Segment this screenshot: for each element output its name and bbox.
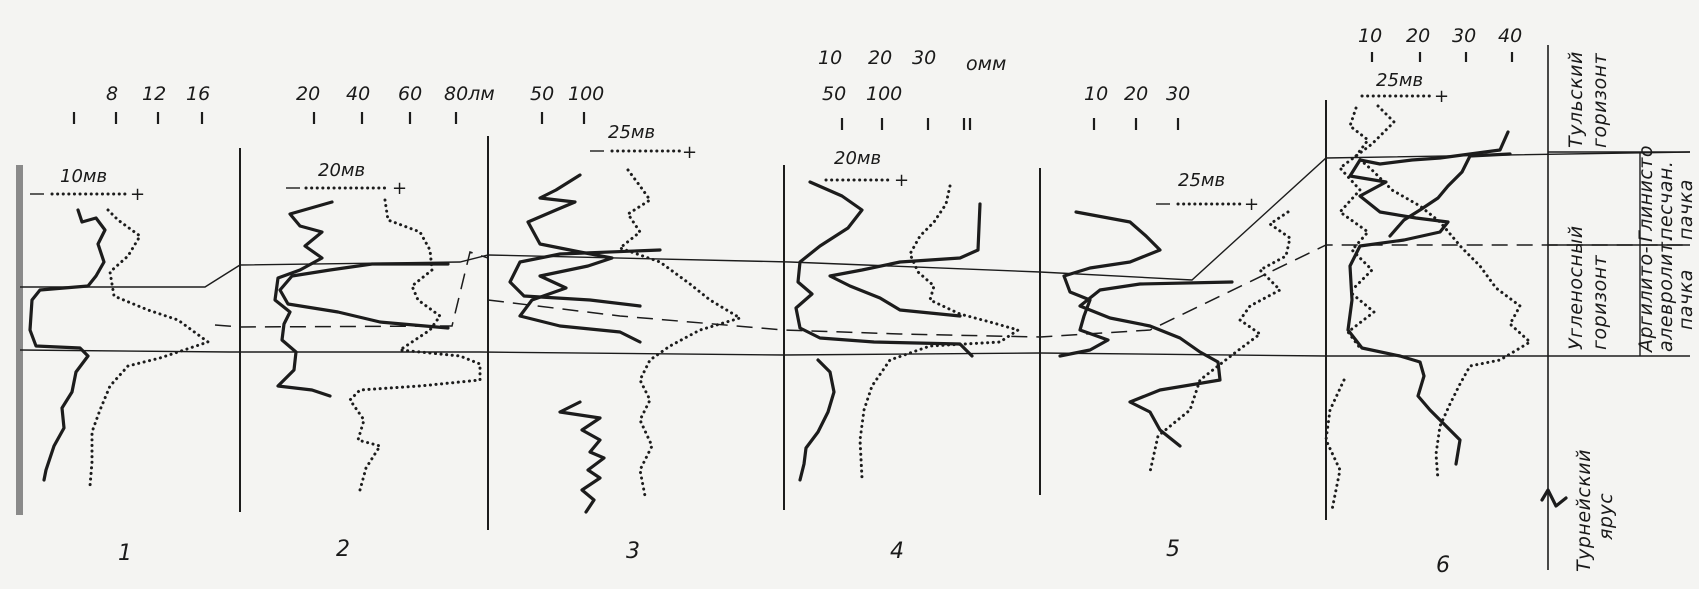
correlation-lines: [19, 151, 1691, 357]
well-2-sp-scale-label: 20мв: [318, 160, 365, 181]
well-3-curves: [508, 168, 744, 514]
well-number-1: 1: [118, 541, 132, 566]
well-1-scale-label: 12: [142, 83, 166, 105]
well-6-curves: [1324, 104, 1568, 512]
top-uglen-correlation-line: [20, 151, 1691, 288]
well-6-scale-label: 40: [1498, 25, 1522, 47]
well-6-resistivity-heavy: [1388, 152, 1512, 238]
well-4-sp-plus: +: [894, 170, 909, 191]
well-number-5: 5: [1166, 537, 1180, 562]
well-numbers: 1 2 3 4 5 6: [118, 537, 1450, 578]
well-6-scale-label: 30: [1452, 25, 1476, 47]
well-2-scale-label: 40: [346, 83, 370, 105]
well-4-sp-scale-label: 20мв: [834, 148, 881, 169]
well-1-curves: [28, 208, 212, 488]
clay-pack-label-1: Глинисто: [1635, 145, 1657, 242]
well-5-scale-label: 20: [1124, 83, 1148, 105]
well-6-lower-dotted-curve: [1324, 378, 1346, 512]
well-5-resistivity-dots: [1148, 210, 1292, 474]
well-5-sp-curve: [1058, 210, 1162, 358]
well-4-scale-label: 50: [822, 83, 846, 105]
well-5-sp-plus: +: [1244, 194, 1259, 215]
clay-pack-label-3: пачка: [1675, 179, 1697, 240]
well-4-unit-label: омм: [966, 53, 1006, 75]
scale-labels: 8 12 16 10мв + 20 40 60 80лм 20мв + 50 1…: [60, 25, 1522, 215]
base-uglen-correlation-line: [19, 349, 1690, 357]
well-2-curves: [273, 198, 482, 492]
well-number-3: 3: [626, 539, 640, 564]
well-6-sp-curve: [1346, 130, 1510, 466]
well-1-scale-label: 8: [106, 83, 118, 105]
internal-dashed-line-a: [214, 251, 489, 328]
tula-label-2: горизонт: [1589, 52, 1611, 148]
well-1-scale-label: 16: [186, 83, 210, 105]
well-2-sp-curve: [273, 200, 334, 398]
well-4-scale-top-label: 20: [868, 47, 892, 69]
clay-pack-label-2: песчан.: [1655, 161, 1677, 240]
well-number-6: 6: [1436, 553, 1450, 578]
well-4-curves: [794, 180, 1022, 482]
well-6-scale-label: 10: [1358, 25, 1382, 47]
well-1-axis: [16, 165, 23, 515]
well-4-resistivity-heavy: [828, 202, 982, 318]
well-3-sp-curve: [518, 173, 642, 344]
turn-label-2: ярус: [1595, 493, 1617, 540]
well-3-scale-label: 50: [530, 83, 554, 105]
well-2-resistivity-heavy: [278, 262, 450, 330]
scale-ticks: [72, 52, 1514, 130]
well-3-sp-plus: +: [682, 142, 697, 163]
stratigraphy-column: Тульский горизонт Угленосный горизонт Гл…: [1565, 51, 1697, 572]
tula-label-1: Тульский: [1565, 51, 1587, 148]
internal-dashed-line-b: [487, 244, 1690, 338]
well-4-sp-curve: [794, 180, 974, 358]
well-3-scale-label: 100: [568, 83, 604, 105]
well-axes: [16, 45, 1549, 570]
argil-pack-label-1: Аргилито-: [1635, 246, 1657, 354]
well-3-sp-scale-label: 25мв: [608, 122, 655, 143]
well-1-sp-scale-label: 10мв: [60, 166, 107, 187]
well-5-sp-scale-label: 25мв: [1178, 170, 1225, 191]
well-3-lower-sp-curve: [558, 400, 606, 514]
well-2-scale-label: 80лм: [444, 83, 495, 105]
well-3-resistivity-dots: [616, 168, 744, 498]
argil-pack-label-3: пачка: [1675, 269, 1697, 330]
well-1-sp-curve: [28, 208, 107, 482]
well-5-scale-label: 10: [1084, 83, 1108, 105]
well-4-scale-label: 100: [866, 83, 902, 105]
turn-label-1: Турнейский: [1573, 449, 1595, 572]
uglen-label-1: Угленосный: [1565, 225, 1587, 350]
well-6-scale-label: 20: [1406, 25, 1430, 47]
well-6-sp-scale-label: 25мв: [1376, 70, 1423, 91]
well-4-resistivity-dots: [858, 184, 1022, 480]
well-4-scale-top-label: 30: [912, 47, 936, 69]
sp-scale-bars: [30, 94, 1432, 206]
well-2-sp-plus: +: [392, 178, 407, 199]
well-number-2: 2: [336, 537, 350, 562]
well-number-4: 4: [890, 539, 904, 564]
well-6-sp-plus: +: [1434, 86, 1449, 107]
well-3-resistivity-heavy: [508, 248, 662, 308]
well-6-second-dotted-curve: [1337, 104, 1397, 350]
well-4-scale-top-label: 10: [818, 47, 842, 69]
well-4-lower-sp-curve: [798, 358, 836, 482]
well-2-scale-label: 60: [398, 83, 422, 105]
well-6-bottom-mark: [1540, 488, 1568, 508]
argil-pack-label-2: алевролит.: [1655, 235, 1677, 352]
well-2-apparent-resistivity-dots: [348, 198, 482, 492]
well-1-resistivity-curve: [88, 208, 212, 488]
well-5-curves: [1058, 210, 1292, 474]
well-5-resistivity-heavy: [1078, 280, 1234, 448]
well-1-sp-plus: +: [130, 184, 145, 205]
well-2-scale-label: 20: [296, 83, 320, 105]
uglen-label-2: горизонт: [1589, 254, 1611, 350]
well-5-scale-label: 30: [1166, 83, 1190, 105]
